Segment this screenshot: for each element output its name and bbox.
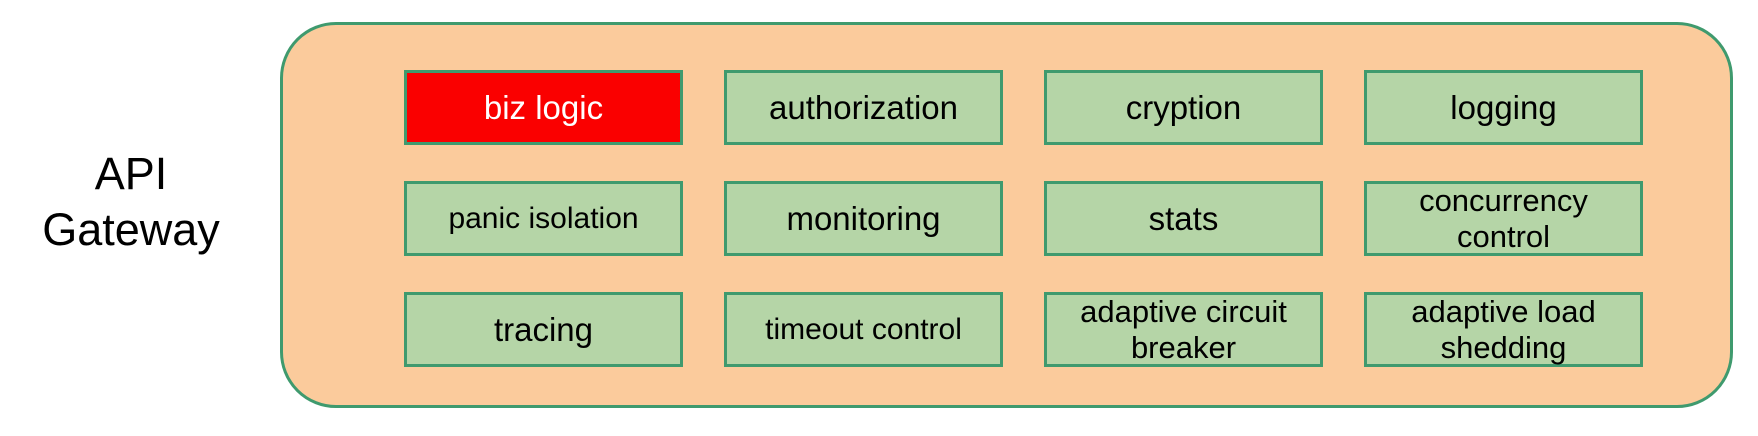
capability-box[interactable]: tracing xyxy=(404,292,683,367)
capability-box[interactable]: biz logic xyxy=(404,70,683,145)
capability-box[interactable]: adaptive circuit breaker xyxy=(1044,292,1323,367)
api-gateway-label: API Gateway xyxy=(42,148,220,255)
capability-box[interactable]: concurrency control xyxy=(1364,181,1643,256)
capability-box[interactable]: logging xyxy=(1364,70,1643,145)
capability-box[interactable]: stats xyxy=(1044,181,1323,256)
capability-box[interactable]: panic isolation xyxy=(404,181,683,256)
capability-box[interactable]: authorization xyxy=(724,70,1003,145)
capability-box[interactable]: timeout control xyxy=(724,292,1003,367)
capability-grid: biz logic authorization cryption logging pan… xyxy=(404,70,1683,367)
capability-box[interactable]: adaptive load shedding xyxy=(1364,292,1643,367)
capability-box[interactable]: cryption xyxy=(1044,70,1323,145)
api-gateway-container: biz logic authorization cryption logging pan… xyxy=(280,22,1733,408)
capability-box[interactable]: monitoring xyxy=(724,181,1003,256)
